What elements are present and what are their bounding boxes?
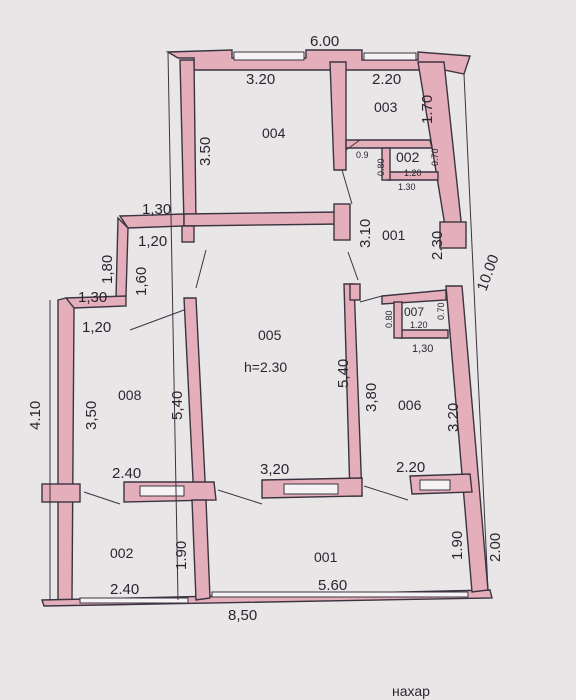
wall-step-vertical bbox=[115, 216, 129, 299]
dim-right-upper: 2.30 bbox=[429, 231, 446, 260]
dim-002b-width: 2.40 bbox=[110, 581, 139, 598]
room-label-004: 004 bbox=[262, 125, 286, 141]
room-label-006: 006 bbox=[398, 397, 422, 413]
room-label-003: 003 bbox=[374, 99, 398, 115]
dim-bottom-total: 8,50 bbox=[228, 607, 257, 624]
dim-step-160: 1,60 bbox=[133, 267, 150, 296]
room-label-007: 007 bbox=[404, 305, 424, 319]
dim-003-height: 1.70 bbox=[419, 95, 436, 124]
dim-step-130: 1,30 bbox=[142, 201, 171, 218]
wall-007-left bbox=[393, 301, 403, 339]
room-label-002-top: 002 bbox=[396, 149, 420, 165]
dim-006-left: 3,80 bbox=[363, 383, 380, 412]
dim-006-width: 2.20 bbox=[396, 459, 425, 476]
dim-006-right: 3.20 bbox=[445, 403, 462, 432]
dim-line-left-step bbox=[167, 51, 179, 601]
dim-008-width: 2.40 bbox=[112, 465, 141, 482]
door-001-top bbox=[341, 169, 353, 205]
dim-005-width: 3,20 bbox=[260, 461, 289, 478]
window-top-003 bbox=[363, 52, 417, 61]
wall-005-right-stub bbox=[349, 283, 361, 301]
window-bottom-002 bbox=[79, 597, 189, 604]
dim-corridor-height: 3.10 bbox=[357, 219, 374, 248]
dim-step-180: 1,80 bbox=[99, 255, 116, 284]
door-001-right bbox=[363, 485, 409, 501]
dim-007-a: 0.80 bbox=[384, 310, 394, 328]
dim-004-height: 3.50 bbox=[197, 137, 214, 166]
dim-left-120: 1,20 bbox=[82, 319, 111, 336]
dim-002-c: 1.20 bbox=[404, 168, 422, 178]
dim-002-a: 0.9 bbox=[356, 150, 369, 160]
door-008 bbox=[129, 309, 185, 331]
dim-bottom-right: 2.00 bbox=[487, 533, 504, 562]
window-bottom-001 bbox=[211, 591, 469, 598]
dim-005-right: 5,40 bbox=[335, 359, 352, 388]
window-005-bottom bbox=[283, 483, 339, 495]
dim-007-b: 1.20 bbox=[410, 320, 428, 330]
door-002-top bbox=[345, 139, 361, 151]
wall-005-top-left-stub bbox=[181, 225, 195, 243]
dim-008-height: 3,50 bbox=[83, 401, 100, 430]
door-001-left bbox=[217, 489, 263, 505]
room-label-008: 008 bbox=[118, 387, 142, 403]
dim-step-120: 1,20 bbox=[138, 233, 167, 250]
dim-line-right-total bbox=[463, 73, 489, 591]
window-008-bottom bbox=[139, 485, 185, 497]
wall-007-top bbox=[381, 289, 447, 305]
dim-002b-height: 1.90 bbox=[173, 541, 190, 570]
room-label-005: 005 bbox=[258, 327, 282, 343]
room-label-005-height: h=2.30 bbox=[244, 359, 287, 375]
wall-door-post bbox=[333, 203, 351, 241]
door-corridor bbox=[347, 251, 359, 281]
room-label-001-bottom: 001 bbox=[314, 549, 338, 565]
wall-004-003 bbox=[329, 61, 347, 171]
dim-007-d: 1,30 bbox=[412, 343, 433, 355]
dim-004-width: 3.20 bbox=[246, 71, 275, 88]
dim-001b-width: 5.60 bbox=[318, 577, 347, 594]
door-002-bottom bbox=[83, 491, 121, 505]
dim-001b-height: 1.90 bbox=[449, 531, 466, 560]
dim-007-c: 0.70 bbox=[436, 302, 446, 320]
wall-002-top bbox=[345, 139, 433, 149]
wall-left-bump bbox=[41, 483, 81, 503]
wall-left bbox=[57, 297, 75, 601]
footer-text: нахар bbox=[392, 683, 430, 699]
dim-top-total: 6.00 bbox=[310, 33, 339, 50]
wall-004-bottom bbox=[183, 211, 341, 227]
window-top-004 bbox=[233, 51, 305, 61]
window-006-bottom bbox=[419, 479, 451, 491]
wall-002b-right bbox=[191, 499, 211, 601]
wall-007-bottom bbox=[399, 329, 449, 339]
room-label-001-top: 001 bbox=[382, 227, 406, 243]
dim-left-130: 1,30 bbox=[78, 289, 107, 306]
dim-002-d: 0.70 bbox=[430, 148, 440, 166]
dim-002-b: 0.80 bbox=[376, 158, 386, 176]
dim-008-right: 5,40 bbox=[169, 391, 186, 420]
door-007 bbox=[359, 295, 383, 303]
dim-003-width: 2.20 bbox=[372, 71, 401, 88]
dim-002-e: 1.30 bbox=[398, 182, 416, 192]
wall-right-bump bbox=[439, 221, 467, 249]
dim-left-total: 4.10 bbox=[27, 401, 44, 430]
door-005 bbox=[195, 249, 207, 289]
wall-002-left bbox=[381, 147, 391, 181]
room-label-002-bottom: 002 bbox=[110, 545, 134, 561]
